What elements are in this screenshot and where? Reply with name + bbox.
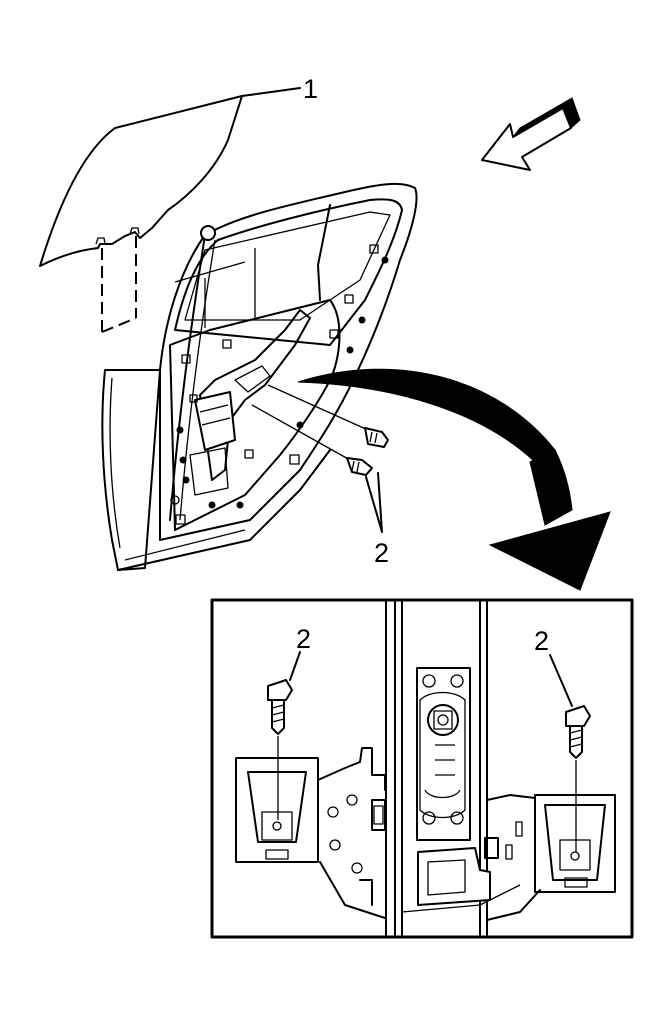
panel-holes [170, 244, 389, 525]
detail-inset [210, 598, 634, 939]
detail-bolt-left [267, 651, 301, 820]
callout-bolts-main: 2 [374, 538, 389, 568]
detail-bolt-right [549, 654, 591, 852]
view-direction-arrow-icon [481, 97, 581, 171]
door-bolt-upper [267, 384, 389, 448]
callout-glass: 1 [303, 74, 318, 104]
callout-bolt-detail-left: 2 [296, 624, 311, 654]
detail-view-arrow-icon [297, 368, 611, 591]
rear-door-assembly [101, 182, 418, 571]
callout-bolt-detail-right: 2 [534, 626, 549, 656]
door-bolt-lower [251, 404, 373, 476]
window-glass [39, 87, 301, 333]
bolts-callout-leader [365, 472, 383, 533]
